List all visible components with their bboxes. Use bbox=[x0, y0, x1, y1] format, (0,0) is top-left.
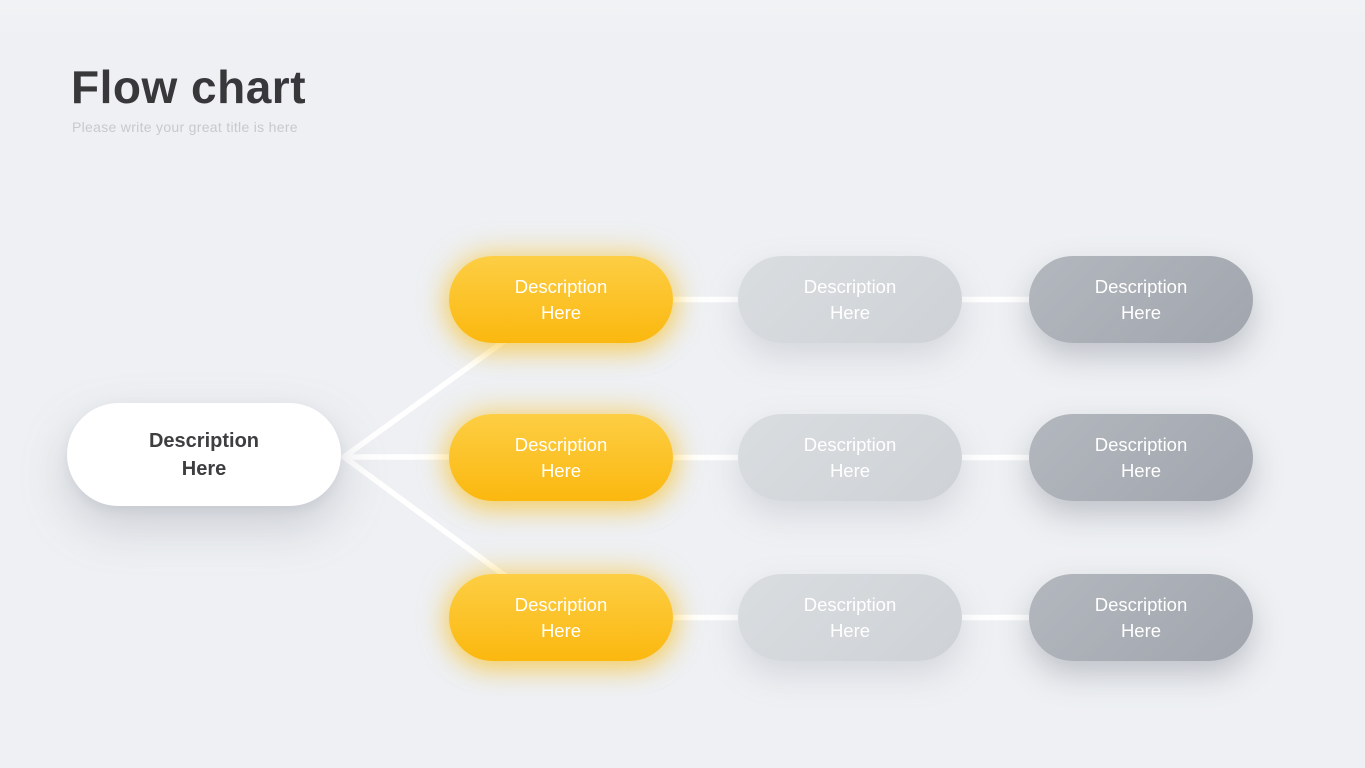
node-row3-yellow: Description Here bbox=[449, 574, 673, 661]
node-row3-gray-light: Description Here bbox=[738, 574, 962, 661]
node-row2-gray-dark: Description Here bbox=[1029, 414, 1253, 501]
node-row2-gray-light: Description Here bbox=[738, 414, 962, 501]
page-subtitle: Please write your great title is here bbox=[72, 118, 298, 135]
node-row1-gray-light: Description Here bbox=[738, 256, 962, 343]
slide-header: Flow chart Please write your great title… bbox=[71, 62, 306, 135]
node-row2-yellow: Description Here bbox=[449, 414, 673, 501]
node-row1-yellow: Description Here bbox=[449, 256, 673, 343]
node-root: Description Here bbox=[67, 403, 341, 506]
page-title: Flow chart bbox=[71, 61, 307, 113]
node-row1-gray-dark: Description Here bbox=[1029, 256, 1253, 343]
node-row3-gray-dark: Description Here bbox=[1029, 574, 1253, 661]
